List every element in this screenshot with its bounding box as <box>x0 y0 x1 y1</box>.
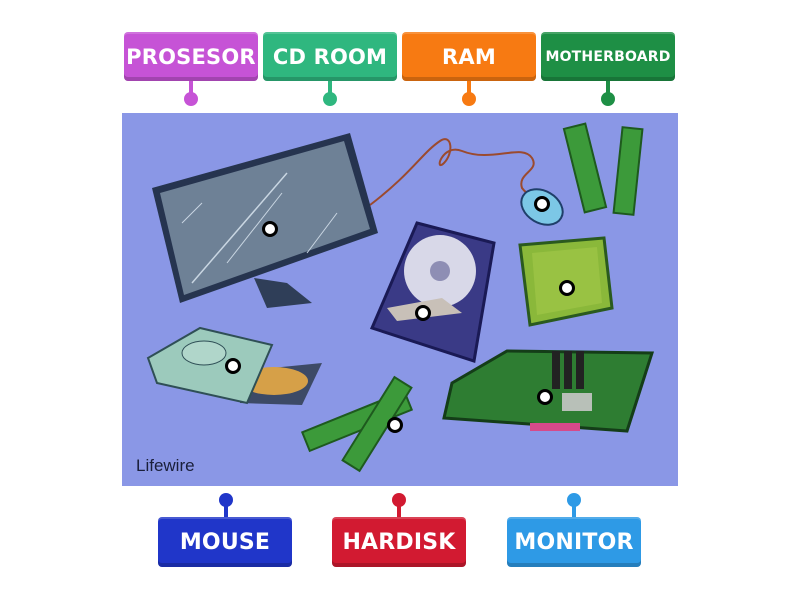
label-prosesor[interactable]: PROSESOR <box>124 32 258 81</box>
hotspot-mouse[interactable] <box>534 196 550 212</box>
hotspot-processor[interactable] <box>559 280 575 296</box>
label-ram[interactable]: RAM <box>402 32 536 81</box>
pin-dot-monitor <box>567 493 581 507</box>
ram-top-illustration <box>562 122 644 216</box>
pin-stem-hardisk <box>397 503 401 517</box>
label-prosesor-text: PROSESOR <box>126 44 256 69</box>
label-cd-room[interactable]: CD ROOM <box>263 32 397 81</box>
hotspot-monitor[interactable] <box>262 221 278 237</box>
label-ram-text: RAM <box>442 44 496 69</box>
label-monitor[interactable]: MONITOR <box>507 517 641 567</box>
mouse-cable <box>369 138 538 206</box>
hotspot-ram[interactable] <box>387 417 403 433</box>
pin-dot-prosesor <box>184 92 198 106</box>
pin-stem-motherboard <box>606 81 610 95</box>
pin-dot-mouse <box>219 493 233 507</box>
pin-dot-hardisk <box>392 493 406 507</box>
label-monitor-text: MONITOR <box>514 529 634 555</box>
pin-stem-ram <box>467 81 471 95</box>
pin-stem-cd-room <box>328 81 332 95</box>
cd-drive-illustration <box>146 326 322 405</box>
hotspot-hard-disk[interactable] <box>415 305 431 321</box>
label-mouse[interactable]: MOUSE <box>158 517 292 567</box>
pin-dot-ram <box>462 92 476 106</box>
label-hardisk-text: HARDISK <box>342 529 456 555</box>
label-motherboard-text: MOTHERBOARD <box>545 48 671 65</box>
hotspot-motherboard[interactable] <box>537 389 553 405</box>
pin-stem-monitor <box>572 503 576 517</box>
pin-stem-mouse <box>224 503 228 517</box>
pin-dot-cd-room <box>323 92 337 106</box>
label-cd-room-text: CD ROOM <box>272 44 388 69</box>
pin-stem-prosesor <box>189 81 193 95</box>
label-hardisk[interactable]: HARDISK <box>332 517 466 567</box>
hard-disk-illustration <box>369 221 496 363</box>
label-motherboard[interactable]: MOTHERBOARD <box>541 32 675 81</box>
pin-dot-motherboard <box>601 92 615 106</box>
label-mouse-text: MOUSE <box>179 529 271 555</box>
ram-bottom-illustration <box>300 375 414 473</box>
lifewire-watermark: Lifewire <box>136 456 195 475</box>
hotspot-cd-drive[interactable] <box>225 358 241 374</box>
monitor-illustration <box>152 133 378 308</box>
computer-parts-illustration <box>146 122 655 473</box>
